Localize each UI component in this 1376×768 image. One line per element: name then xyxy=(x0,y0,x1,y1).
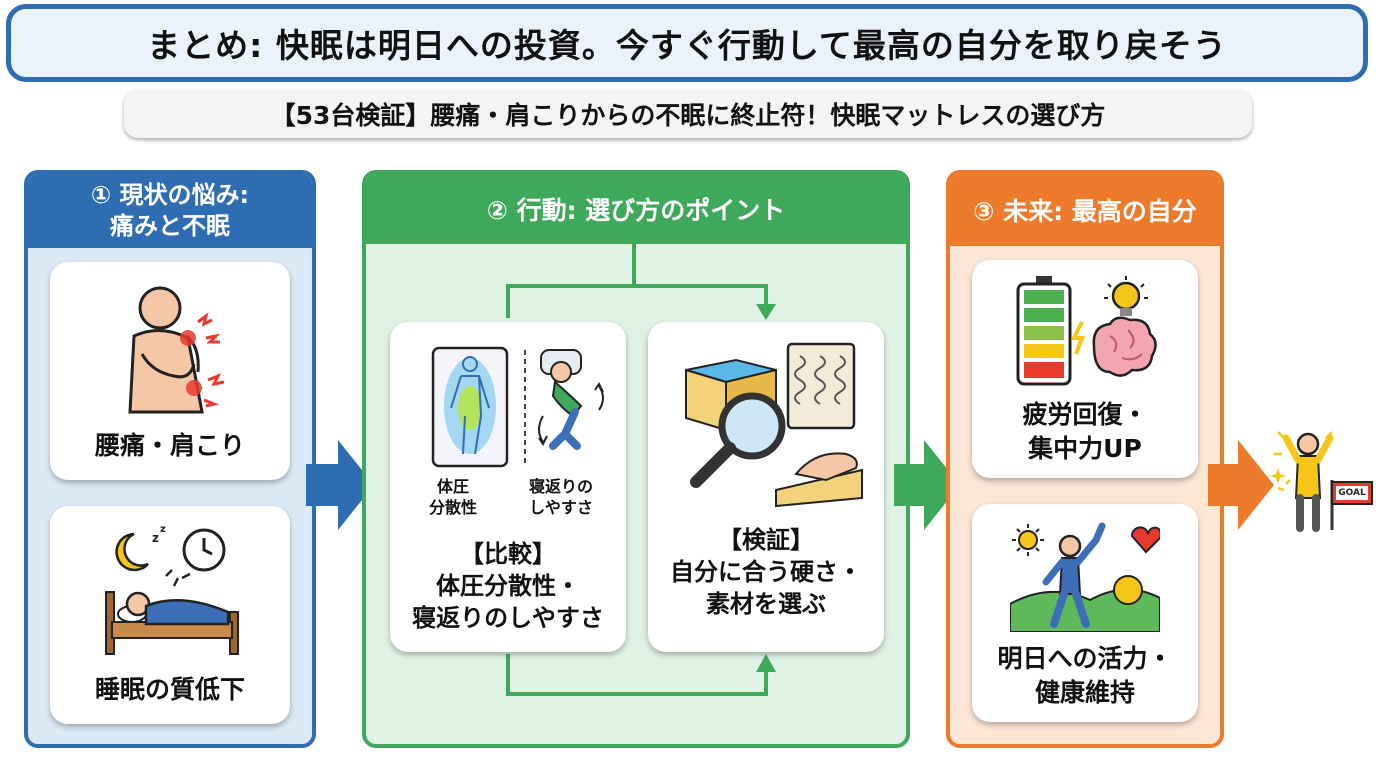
title-banner: まとめ: 快眠は明日への投資。今すぐ行動して最高の自分を取り戻そう xyxy=(6,4,1368,82)
subtitle-banner: 【53台検証】腰痛・肩こりからの不眠に終止符！快眠マットレスの選び方 xyxy=(124,90,1252,138)
recovery-card: 疲労回復・ 集中力UP xyxy=(972,260,1198,478)
problem-heading: ① 現状の悩み: 痛みと不眠 xyxy=(28,174,312,248)
verify-label-line1: 【検証】 xyxy=(718,526,814,554)
problem-heading-line2: 痛みと不眠 xyxy=(110,212,230,240)
verify-label: 【検証】 自分に合う硬さ・ 素材を選ぶ xyxy=(670,524,862,620)
problem-heading-line1: ① 現状の悩み: xyxy=(90,181,250,209)
pressure-map-icon xyxy=(431,346,509,468)
back-pain-label: 腰痛・肩こり xyxy=(94,431,245,460)
verify-label-line3: 素材を選ぶ xyxy=(706,590,826,618)
goal-person-icon xyxy=(1270,431,1373,532)
compare-label: 【比較】 体圧分散性・ 寝返りのしやすさ xyxy=(412,538,604,634)
vitality-label-line1: 明日への活力・ xyxy=(997,644,1173,673)
verify-label-line2: 自分に合う硬さ・ xyxy=(670,558,862,586)
mattress-magnifier-icon xyxy=(685,342,863,508)
arrow-future-to-goal xyxy=(1208,440,1274,530)
vitality-label-line2: 健康維持 xyxy=(1034,678,1135,707)
rolling-caption: 寝返りの しやすさ xyxy=(511,476,611,518)
pressure-caption: 体圧 分散性 xyxy=(405,476,501,518)
vitality-label: 明日への活力・ 健康維持 xyxy=(997,642,1172,710)
rolling-caption-line1: 寝返りの xyxy=(528,477,593,496)
compare-illustration xyxy=(431,346,604,468)
arrow-action-to-future xyxy=(894,440,960,530)
sleep-quality-card: z z 睡眠の質低下 xyxy=(50,506,290,724)
recovery-label-line2: 集中力UP xyxy=(1028,434,1142,463)
pressure-caption-line2: 分散性 xyxy=(428,498,477,517)
compare-card: 体圧 分散性 寝返りの しやすさ 【比較】 体圧分散性・ 寝返りのしやすさ xyxy=(390,322,626,652)
compare-label-line1: 【比較】 xyxy=(459,540,556,568)
arrow-problem-to-action xyxy=(306,440,374,530)
back-pain-card: 腰痛・肩こり xyxy=(50,262,290,480)
rolling-caption-line2: しやすさ xyxy=(529,498,593,517)
recovery-label: 疲労回復・ 集中力UP xyxy=(1022,398,1147,466)
battery-brain-icon xyxy=(1016,276,1157,386)
back-pain-icon xyxy=(128,286,225,414)
sleep-quality-label: 睡眠の質低下 xyxy=(94,675,245,704)
recovery-label-line1: 疲労回復・ xyxy=(1022,400,1148,429)
compare-label-line2: 体圧分散性・ xyxy=(435,572,580,600)
page-subtitle: 【53台検証】腰痛・肩こりからの不眠に終止符！快眠マットレスの選び方 xyxy=(270,101,1106,130)
action-heading: ② 行動: 選び方のポイント xyxy=(366,174,906,244)
verify-card: 【検証】 自分に合う硬さ・ 素材を選ぶ xyxy=(648,322,884,652)
energetic-person-icon xyxy=(1010,522,1160,632)
insomnia-bed-icon: z z xyxy=(105,524,239,655)
action-flow-connectors xyxy=(506,242,776,696)
vitality-card: 明日への活力・ 健康維持 xyxy=(972,504,1198,722)
page-title: まとめ: 快眠は明日への投資。今すぐ行動して最高の自分を取り戻そう xyxy=(147,26,1227,65)
rolling-sleeper-icon xyxy=(538,349,604,450)
goal-flag-text: GOAL xyxy=(1338,488,1366,498)
compare-label-line3: 寝返りのしやすさ xyxy=(412,604,604,632)
pressure-caption-line1: 体圧 xyxy=(436,477,469,496)
svg-text:z: z xyxy=(160,524,166,535)
future-heading: ③ 未来: 最高の自分 xyxy=(950,174,1220,246)
svg-text:z: z xyxy=(152,531,159,545)
